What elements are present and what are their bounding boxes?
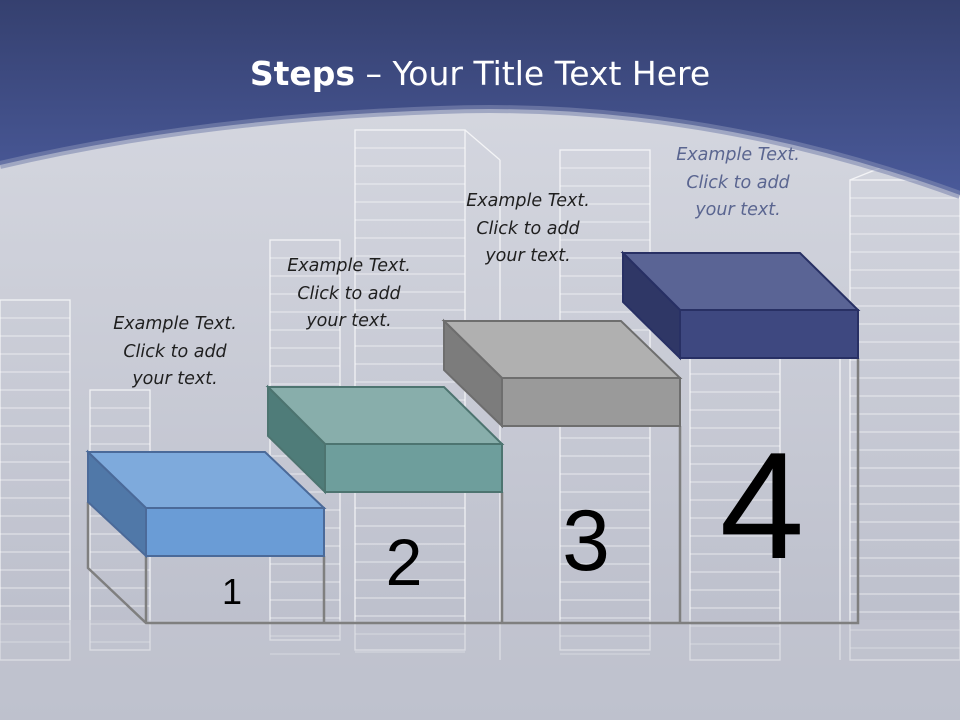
caption-line: Click to add: [123, 341, 227, 362]
slide-title-bold: Steps: [249, 54, 356, 93]
step-1-caption[interactable]: Example Text. Click to add your text.: [90, 311, 260, 394]
caption-line: your text.: [132, 369, 218, 389]
step-2-caption[interactable]: Example Text. Click to add your text.: [264, 253, 434, 336]
caption-line: your text.: [306, 311, 392, 331]
slide-title-rest: – Your Title Text Here: [355, 54, 711, 93]
caption-line: your text.: [485, 246, 571, 266]
caption-line: Example Text.: [113, 314, 237, 334]
caption-line: Example Text.: [287, 256, 411, 276]
step-2-number: 2: [386, 525, 423, 599]
caption-line: Click to add: [297, 283, 401, 304]
step-1-block: [85, 449, 327, 559]
caption-line: Example Text.: [466, 191, 590, 211]
step-4-block: [620, 250, 861, 361]
step-4-caption[interactable]: Example Text. Click to add your text.: [653, 142, 823, 225]
step-3-caption[interactable]: Example Text. Click to add your text.: [443, 188, 613, 271]
step-1-number: 1: [222, 571, 242, 612]
step-2-block: [265, 384, 505, 495]
caption-line: your text.: [695, 200, 781, 220]
step-3-number: 3: [562, 493, 610, 589]
slide-title[interactable]: Steps – Your Title Text Here: [0, 54, 960, 93]
caption-line: Click to add: [686, 172, 790, 193]
step-3-block: [441, 318, 683, 429]
caption-line: Click to add: [476, 218, 580, 239]
caption-line: Example Text.: [676, 145, 800, 165]
step-4-number: 4: [720, 421, 805, 591]
